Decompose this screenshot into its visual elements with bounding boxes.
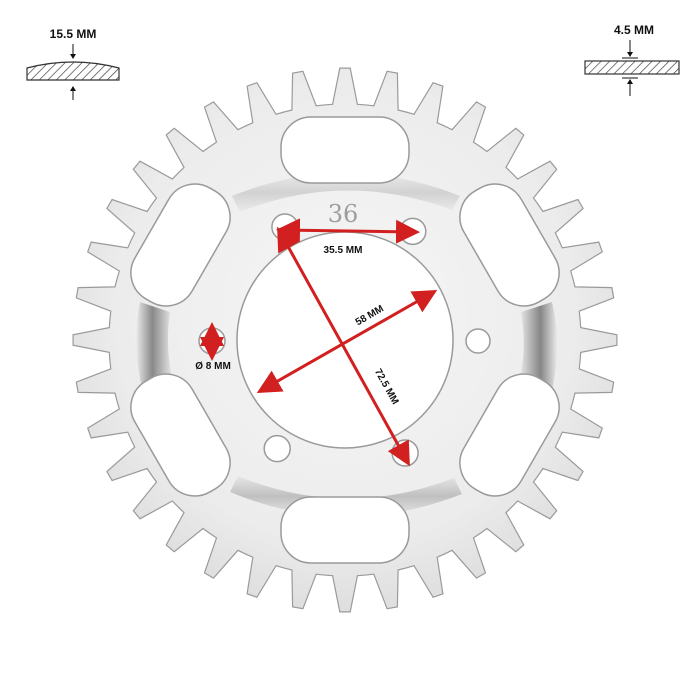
hub-thickness-label: 15.5 MM — [50, 27, 97, 41]
tooth-count-stamp: 36 — [328, 200, 359, 228]
bolt-hole-1 — [271, 213, 299, 241]
sprocket: 36 — [72, 67, 618, 613]
bolt-hole-4 — [263, 434, 291, 463]
side-hole-right — [465, 328, 491, 354]
lightening-hole-2 — [459, 183, 560, 307]
plate-arrow-top-head — [627, 52, 633, 57]
hole-spacing-arrow — [276, 218, 420, 244]
lightening-hole-3 — [459, 373, 560, 497]
lightening-hole-1 — [280, 116, 410, 184]
hub-arrow-top-head — [70, 54, 76, 59]
lightening-hole-6 — [130, 183, 231, 307]
center-bore — [236, 231, 454, 449]
hub-profile: 15.5 MM — [26, 27, 120, 100]
lightening-holes — [130, 116, 560, 564]
hole-diameter-label: Ø 8 MM — [195, 361, 231, 372]
hub-shade-left — [136, 302, 172, 388]
hub-arrow-bottom-head — [70, 86, 76, 91]
bolt-circle-arrow — [277, 226, 410, 467]
hub-shade-bottom — [230, 476, 462, 517]
hole-spacing-label: 35.5 MM — [324, 245, 363, 256]
plate-arrow-bottom-head — [627, 79, 633, 84]
plate-cross-section — [584, 60, 680, 75]
lightening-hole-5 — [130, 373, 231, 497]
plate-thickness-label: 4.5 MM — [614, 23, 654, 37]
plate-profile: 4.5 MM — [584, 23, 680, 96]
lightening-hole-4 — [280, 496, 410, 564]
hub-shade-top — [232, 173, 460, 212]
hub-shade-right — [520, 302, 557, 390]
hub-cross-section — [26, 61, 120, 81]
